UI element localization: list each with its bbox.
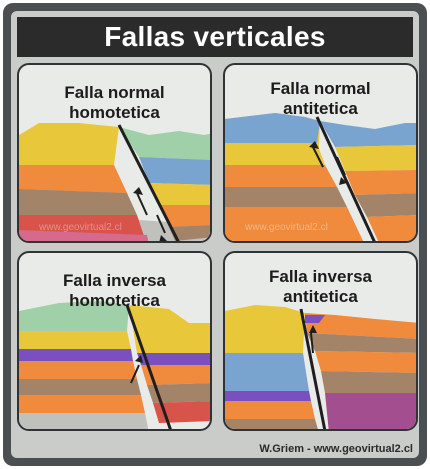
panel-title: Falla normal homotetica	[19, 83, 210, 123]
block-diagram-normal-antitetica	[225, 113, 416, 241]
panel-title: Falla inversa antitetica	[225, 267, 416, 307]
panel-title-line2: antitetica	[283, 287, 358, 306]
panel-title: Falla normal antitetica	[225, 79, 416, 119]
panel-watermark: www.geovirtual2.cl	[39, 222, 122, 233]
figure-board: Fallas verticales	[11, 11, 419, 458]
panel-title-line1: Falla inversa	[268, 267, 372, 286]
panel-normal-homotetica: Falla normal homotetica www.geovirtual2.…	[17, 63, 212, 243]
block-diagram-normal-homotetica	[19, 123, 210, 241]
block-diagram-inversa-antitetica	[225, 305, 416, 429]
panel-title-line2: homotetica	[69, 103, 160, 122]
figure-frame: Fallas verticales	[3, 3, 427, 466]
panel-title-line1: Falla normal	[64, 83, 165, 102]
panel-watermark: www.geovirtual2.cl	[245, 222, 328, 233]
figure-title: Fallas verticales	[17, 17, 413, 57]
panel-normal-antitetica: Falla normal antitetica www.geovirtual2.…	[223, 63, 418, 243]
panel-title-line2: homotetica	[69, 291, 160, 310]
panel-title-line1: Falla inversa	[62, 271, 166, 290]
block-diagram-inversa-homotetica	[19, 301, 210, 429]
panel-inversa-homotetica: Falla inversa homotetica	[17, 251, 212, 431]
author-credit: W.Griem - www.geovirtual2.cl	[259, 443, 413, 455]
panel-title: Falla inversa homotetica	[19, 271, 210, 311]
panel-title-line2: antitetica	[283, 99, 358, 118]
panel-inversa-antitetica: Falla inversa antitetica	[223, 251, 418, 431]
panel-title-line1: Falla normal	[270, 79, 371, 98]
